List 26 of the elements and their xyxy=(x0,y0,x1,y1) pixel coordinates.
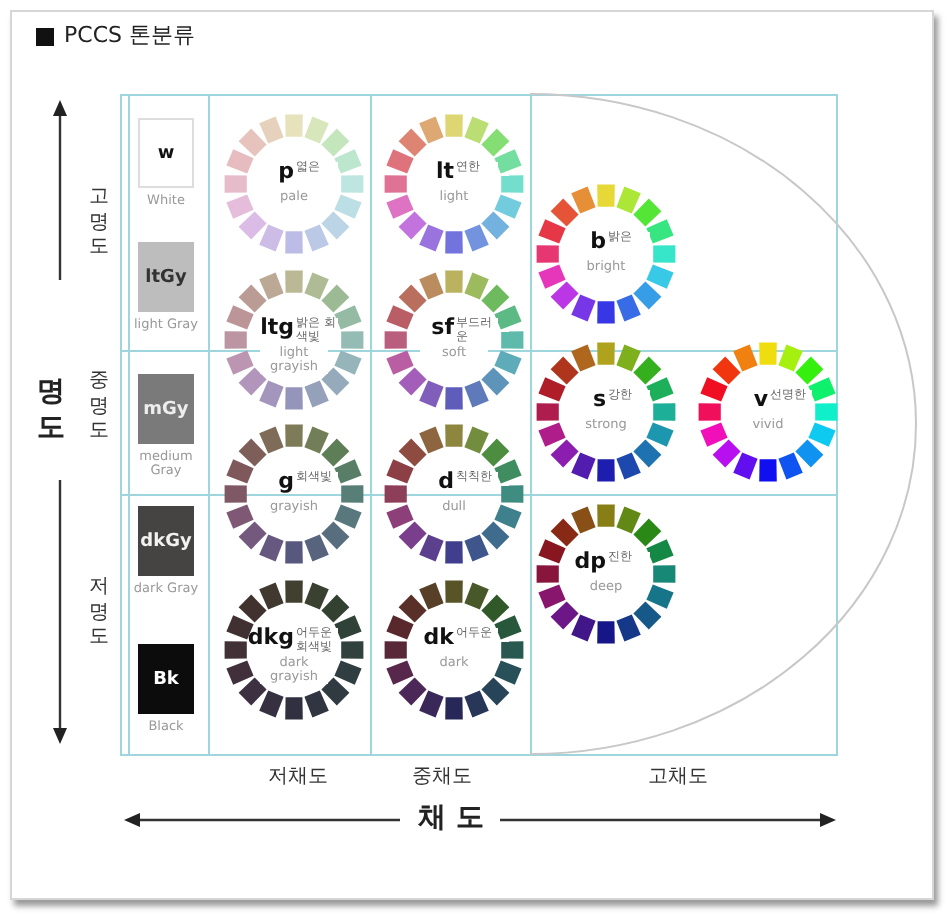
axis-title: 채 도 xyxy=(418,800,484,836)
color-swatch: mGy xyxy=(138,374,194,444)
axis-label: 중명도 xyxy=(88,370,110,445)
color-swatch: Bk xyxy=(138,644,194,714)
tone-code: s xyxy=(590,386,606,412)
axis-label: 중채도 xyxy=(412,764,472,790)
axis-label: 고명도 xyxy=(88,186,110,261)
axis-label: 저채도 xyxy=(268,764,328,790)
title: PCCS 톤분류 xyxy=(64,20,195,50)
tone-code: ltg xyxy=(258,314,294,340)
tone-code: lt xyxy=(433,158,454,184)
tone-code: p xyxy=(276,158,294,184)
tone-code: v xyxy=(751,386,768,412)
tone-code: dp xyxy=(572,548,606,574)
tone-code: b xyxy=(588,228,606,254)
tone-code: g xyxy=(276,468,294,494)
axis-label: 저명도 xyxy=(88,576,110,651)
color-swatch: ltGy xyxy=(138,242,194,312)
axis-label: 고채도 xyxy=(648,764,708,790)
tone-code: dkg xyxy=(246,624,294,650)
axis-title: 명도 xyxy=(36,376,67,446)
tone-code: d xyxy=(436,468,454,494)
color-swatch: dkGy xyxy=(138,506,194,576)
color-swatch: w xyxy=(138,118,194,188)
tone-code: dk xyxy=(421,624,454,650)
tone-code: sf xyxy=(429,314,454,340)
